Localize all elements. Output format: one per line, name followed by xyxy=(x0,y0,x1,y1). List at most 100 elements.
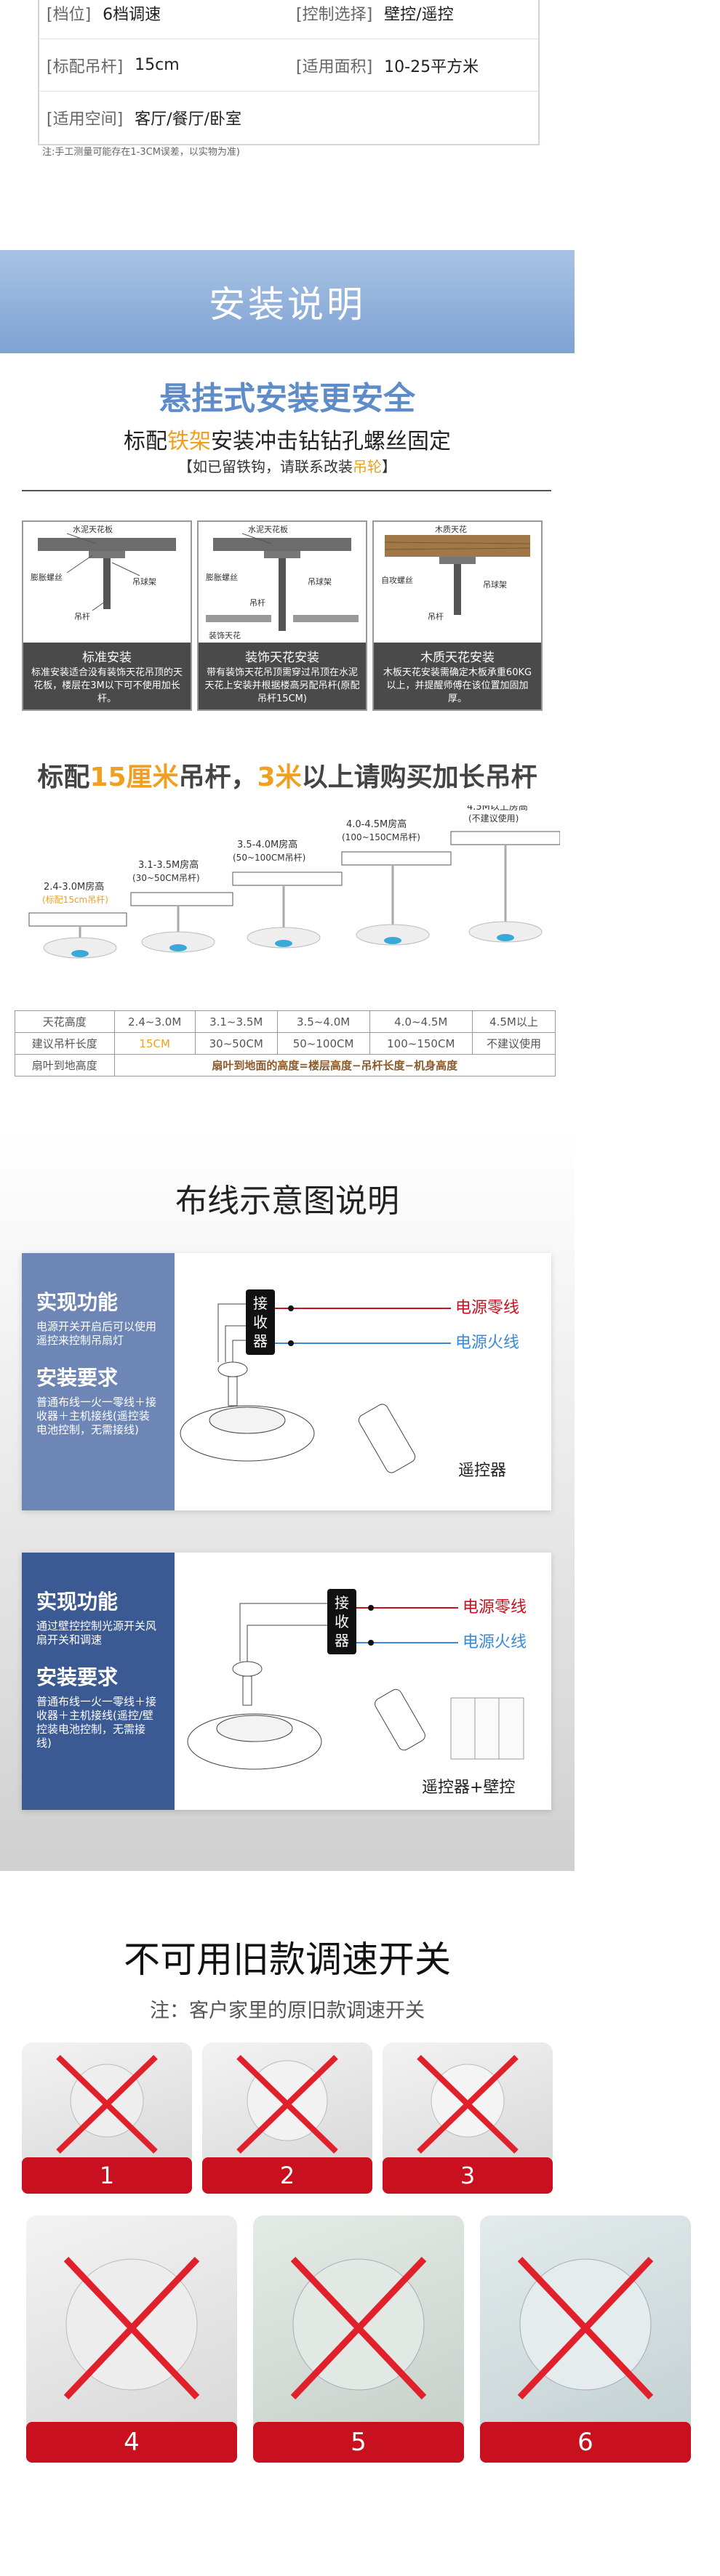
wiring-card-remote: 实现功能 电源开关开启后可以使用遥控来控制吊扇灯 安装要求 普通布线一火一零线＋… xyxy=(22,1253,551,1510)
svg-text:吊球架: 吊球架 xyxy=(308,576,332,587)
decorative-mount-diagram: 水泥天花板 膨胀螺丝 吊球架 吊杆 装饰天花 xyxy=(206,524,359,640)
svg-text:器: 器 xyxy=(253,1332,268,1350)
old-switch-3: 3 xyxy=(383,2042,553,2194)
cross-icon xyxy=(236,2055,338,2154)
svg-text:水泥天花板: 水泥天花板 xyxy=(248,524,288,534)
svg-text:(100~150CM吊杆): (100~150CM吊杆) xyxy=(342,832,420,842)
install-panel-decorative: 水泥天花板 膨胀螺丝 吊球架 吊杆 装饰天花 装饰天花安装 带有装饰天花吊顶需穿… xyxy=(197,520,367,711)
svg-text:吊杆: 吊杆 xyxy=(74,611,90,621)
spec-value: 15cm xyxy=(135,56,180,74)
switch-label: 6 xyxy=(480,2422,691,2463)
spec-row: [适用空间] 客厅/餐厅/卧室 xyxy=(39,92,538,144)
cross-icon xyxy=(63,2256,200,2400)
svg-text:膨胀螺丝: 膨胀螺丝 xyxy=(31,572,63,582)
wiring-diagram-wall: 接 收 器 接收器 电源零线 电源火线 遥控器+壁控 xyxy=(187,1589,527,1797)
install-panel-standard: 水泥天花板 膨胀螺丝 吊球架 吊杆 标准安装 标准安装适合没有装饰天花吊顶的天花… xyxy=(22,520,192,711)
panel-desc: 木板天花安装需确定木板承重60KG以上，并提醒师傅在该位置加固加厚。 xyxy=(383,667,532,704)
svg-text:(50~100CM吊杆): (50~100CM吊杆) xyxy=(233,853,305,863)
svg-text:4.5M以上房高: 4.5M以上房高 xyxy=(467,805,528,813)
spec-value: 6档调速 xyxy=(103,5,161,24)
cross-icon xyxy=(56,2055,158,2154)
install-header: 安装说明 xyxy=(209,283,366,326)
svg-text:装饰天花: 装饰天花 xyxy=(209,630,241,640)
svg-text:吊杆: 吊杆 xyxy=(249,597,265,608)
switch-note: 注：客户家里的原旧款调速开关 xyxy=(150,2000,425,2022)
svg-text:接: 接 xyxy=(335,1594,349,1611)
spec-key: [适用面积] xyxy=(296,57,373,76)
svg-text:遥控器+壁控: 遥控器+壁控 xyxy=(422,1779,515,1797)
spec-key: [标配吊杆] xyxy=(47,57,124,76)
svg-text:膨胀螺丝: 膨胀螺丝 xyxy=(206,572,238,582)
spec-row: [档位] 6档调速 [控制选择] 壁控/遥控 xyxy=(39,0,538,39)
svg-text:电源火线: 电源火线 xyxy=(455,1334,519,1352)
wood-mount-diagram: 木质天花 自攻螺丝 吊球架 吊杆 xyxy=(381,525,531,621)
old-switch-6: 6 xyxy=(480,2215,691,2463)
svg-text:接收器: 接收器 xyxy=(342,1624,344,1626)
svg-text:(不建议使用): (不建议使用) xyxy=(468,813,519,824)
install-subtitle: 标配铁架安装冲击钻钻孔螺丝固定 xyxy=(124,429,451,454)
switch-label: 2 xyxy=(202,2157,372,2194)
svg-text:器: 器 xyxy=(335,1632,349,1649)
old-switch-4: 4 xyxy=(26,2215,237,2463)
install-panel-wood: 木质天花 自攻螺丝 吊球架 吊杆 木质天花安装 木板天花安装需确定木板承重60K… xyxy=(372,520,543,711)
svg-text:收: 收 xyxy=(253,1313,268,1331)
svg-text:吊杆: 吊杆 xyxy=(428,611,444,621)
panel-title: 装饰天花安装 xyxy=(245,651,319,665)
switch-label: 5 xyxy=(253,2422,464,2463)
standard-mount-diagram: 水泥天花板 膨胀螺丝 吊球架 吊杆 xyxy=(31,524,176,621)
svg-text:电源零线: 电源零线 xyxy=(463,1598,527,1617)
svg-text:接: 接 xyxy=(253,1295,268,1312)
install-title: 悬挂式安装更安全 xyxy=(159,380,415,417)
svg-text:吊球架: 吊球架 xyxy=(483,579,507,589)
switch-label: 1 xyxy=(22,2157,192,2194)
svg-text:水泥天花板: 水泥天花板 xyxy=(73,524,113,534)
old-switch-2: 2 xyxy=(202,2042,372,2194)
spec-key: [适用空间] xyxy=(47,110,124,129)
table-row: 天花高度 2.4~3.0M 3.1~3.5M 3.5~4.0M 4.0~4.5M… xyxy=(15,1010,556,1033)
svg-text:3.1-3.5M房高: 3.1-3.5M房高 xyxy=(138,859,199,871)
svg-text:接收器: 接收器 xyxy=(260,1324,263,1327)
spec-value: 客厅/餐厅/卧室 xyxy=(135,110,241,129)
panel-desc: 带有装饰天花吊顶需穿过吊顶在水泥天花上安装并根据楼高另配吊杆(原配吊杆15CM) xyxy=(204,667,360,704)
switch-label: 4 xyxy=(26,2422,237,2463)
spec-key: [档位] xyxy=(47,5,92,24)
panel-title: 木质天花安装 xyxy=(420,651,495,665)
cross-icon xyxy=(290,2256,427,2400)
svg-text:自攻螺丝: 自攻螺丝 xyxy=(381,575,413,585)
switch-title: 不可用旧款调速开关 xyxy=(124,1939,451,1981)
panel-desc: 标准安装适合没有装饰天花吊顶的天花板，楼层在3M以下可不使用加长杆。 xyxy=(31,667,183,704)
install-hint: 【如已留铁钩，请联系改装吊轮】 xyxy=(178,458,396,475)
svg-text:遥控器: 遥控器 xyxy=(458,1462,506,1480)
svg-text:电源火线: 电源火线 xyxy=(463,1633,527,1651)
svg-text:木质天花: 木质天花 xyxy=(435,525,467,534)
old-switch-5: 5 xyxy=(253,2215,464,2463)
wiring-title: 布线示意图说明 xyxy=(175,1183,399,1220)
spec-value: 壁控/遥控 xyxy=(384,5,454,24)
spec-table: [档位] 6档调速 [控制选择] 壁控/遥控 [标配吊杆] 15cm [适用面积] 10… xyxy=(38,0,540,145)
old-switch-1: 1 xyxy=(22,2042,192,2194)
install-header-band: 安装说明 xyxy=(0,250,575,353)
svg-text:3.5-4.0M房高: 3.5-4.0M房高 xyxy=(237,839,297,850)
table-row: 扇叶到地高度 扇叶到地面的高度=楼层高度−吊杆长度−机身高度 xyxy=(15,1054,556,1076)
svg-text:(30~50CM吊杆): (30~50CM吊杆) xyxy=(132,873,200,883)
measurement-note: 注:手工测量可能存在1-3CM误差，以实物为准) xyxy=(42,147,240,158)
spec-key: [控制选择] xyxy=(296,5,373,24)
table-row: 建议吊杆长度 15CM 30~50CM 50~100CM 100~150CM 不… xyxy=(15,1032,556,1055)
cross-icon xyxy=(517,2256,654,2400)
svg-text:2.4-3.0M房高: 2.4-3.0M房高 xyxy=(44,881,104,893)
rod-length-title: 标配15厘米吊杆，3米以上请购买加长吊杆 xyxy=(37,762,537,792)
cross-icon xyxy=(417,2055,519,2154)
rod-length-steps: 2.4-3.0M房高 (标配15cm吊杆) 3.1-3.5M房高 (30~50C… xyxy=(28,805,560,959)
rod-length-table: 天花高度 2.4~3.0M 3.1~3.5M 3.5~4.0M 4.0~4.5M… xyxy=(15,1010,556,1076)
svg-text:4.0-4.5M房高: 4.0-4.5M房高 xyxy=(346,818,407,830)
divider xyxy=(22,490,551,491)
svg-text:电源零线: 电源零线 xyxy=(455,1299,519,1317)
spec-value: 10-25平方米 xyxy=(384,57,479,76)
svg-text:(标配15cm吊杆): (标配15cm吊杆) xyxy=(42,895,108,905)
spec-row: [标配吊杆] 15cm [适用面积] 10-25平方米 xyxy=(39,39,538,92)
svg-text:收: 收 xyxy=(335,1613,349,1630)
wiring-diagram-remote: 接 收 器 接收器 电源零线 电源火线 遥控器 xyxy=(180,1289,519,1480)
wiring-card-wall: 实现功能 通过壁控控制光源开关风扇开关和调速 安装要求 普通布线一火一零线＋接收… xyxy=(22,1553,551,1810)
panel-title: 标准安装 xyxy=(82,651,132,665)
svg-text:吊球架: 吊球架 xyxy=(132,576,156,587)
